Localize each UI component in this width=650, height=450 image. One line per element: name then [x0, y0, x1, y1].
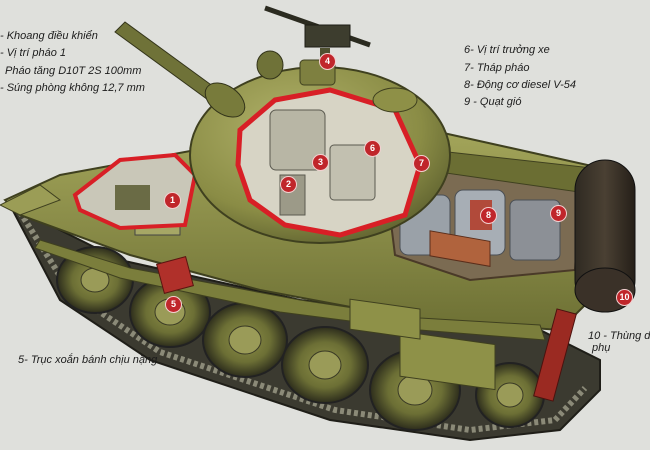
label-fuel-drum: 10 - Thùng d — [588, 330, 650, 342]
marker-1: 1 — [164, 192, 181, 209]
front-plate — [0, 184, 62, 216]
label-turret: 7- Tháp pháo — [464, 62, 530, 74]
gun-mantlet — [204, 82, 246, 118]
marker-5: 5 — [165, 296, 182, 313]
marker-2: 2 — [280, 176, 297, 193]
label-commander: 6- Vị trí trưởng xe — [464, 44, 550, 56]
storage-box-2 — [349, 298, 421, 340]
fender — [34, 239, 546, 341]
marker-7: 7 — [413, 155, 430, 172]
label-fan: 9 - Quạt gió — [464, 96, 522, 108]
label-driver-compartment: - Khoang điều khiển — [0, 30, 98, 42]
periscope — [256, 50, 284, 80]
marker-3: 3 — [312, 154, 329, 171]
marker-10: 10 — [616, 289, 633, 306]
label-gunner-position: - Vị trí pháo 1 — [0, 47, 67, 59]
commander-seat — [329, 144, 376, 201]
label-fuel-drum-line2: phụ — [592, 342, 611, 354]
storage-box — [399, 330, 496, 391]
label-engine: 8- Động cơ diesel V-54 — [464, 79, 577, 91]
gun-breech — [269, 109, 326, 171]
commander-cupola — [372, 87, 418, 113]
road-wheels — [56, 246, 545, 431]
marker-4: 4 — [319, 53, 336, 70]
marker-6: 6 — [364, 140, 381, 157]
label-torsion-bar: 5- Trục xoắn bánh chịu nặng — [18, 354, 158, 366]
radiator — [429, 230, 491, 267]
marker-9: 9 — [550, 205, 567, 222]
torsion-bar — [156, 256, 194, 294]
label-aa-gun: - Súng phòng không 12,7 mm — [0, 82, 145, 94]
marker-8: 8 — [480, 207, 497, 224]
label-main-gun: Pháo tăng D10T 2S 100mm — [5, 65, 142, 77]
